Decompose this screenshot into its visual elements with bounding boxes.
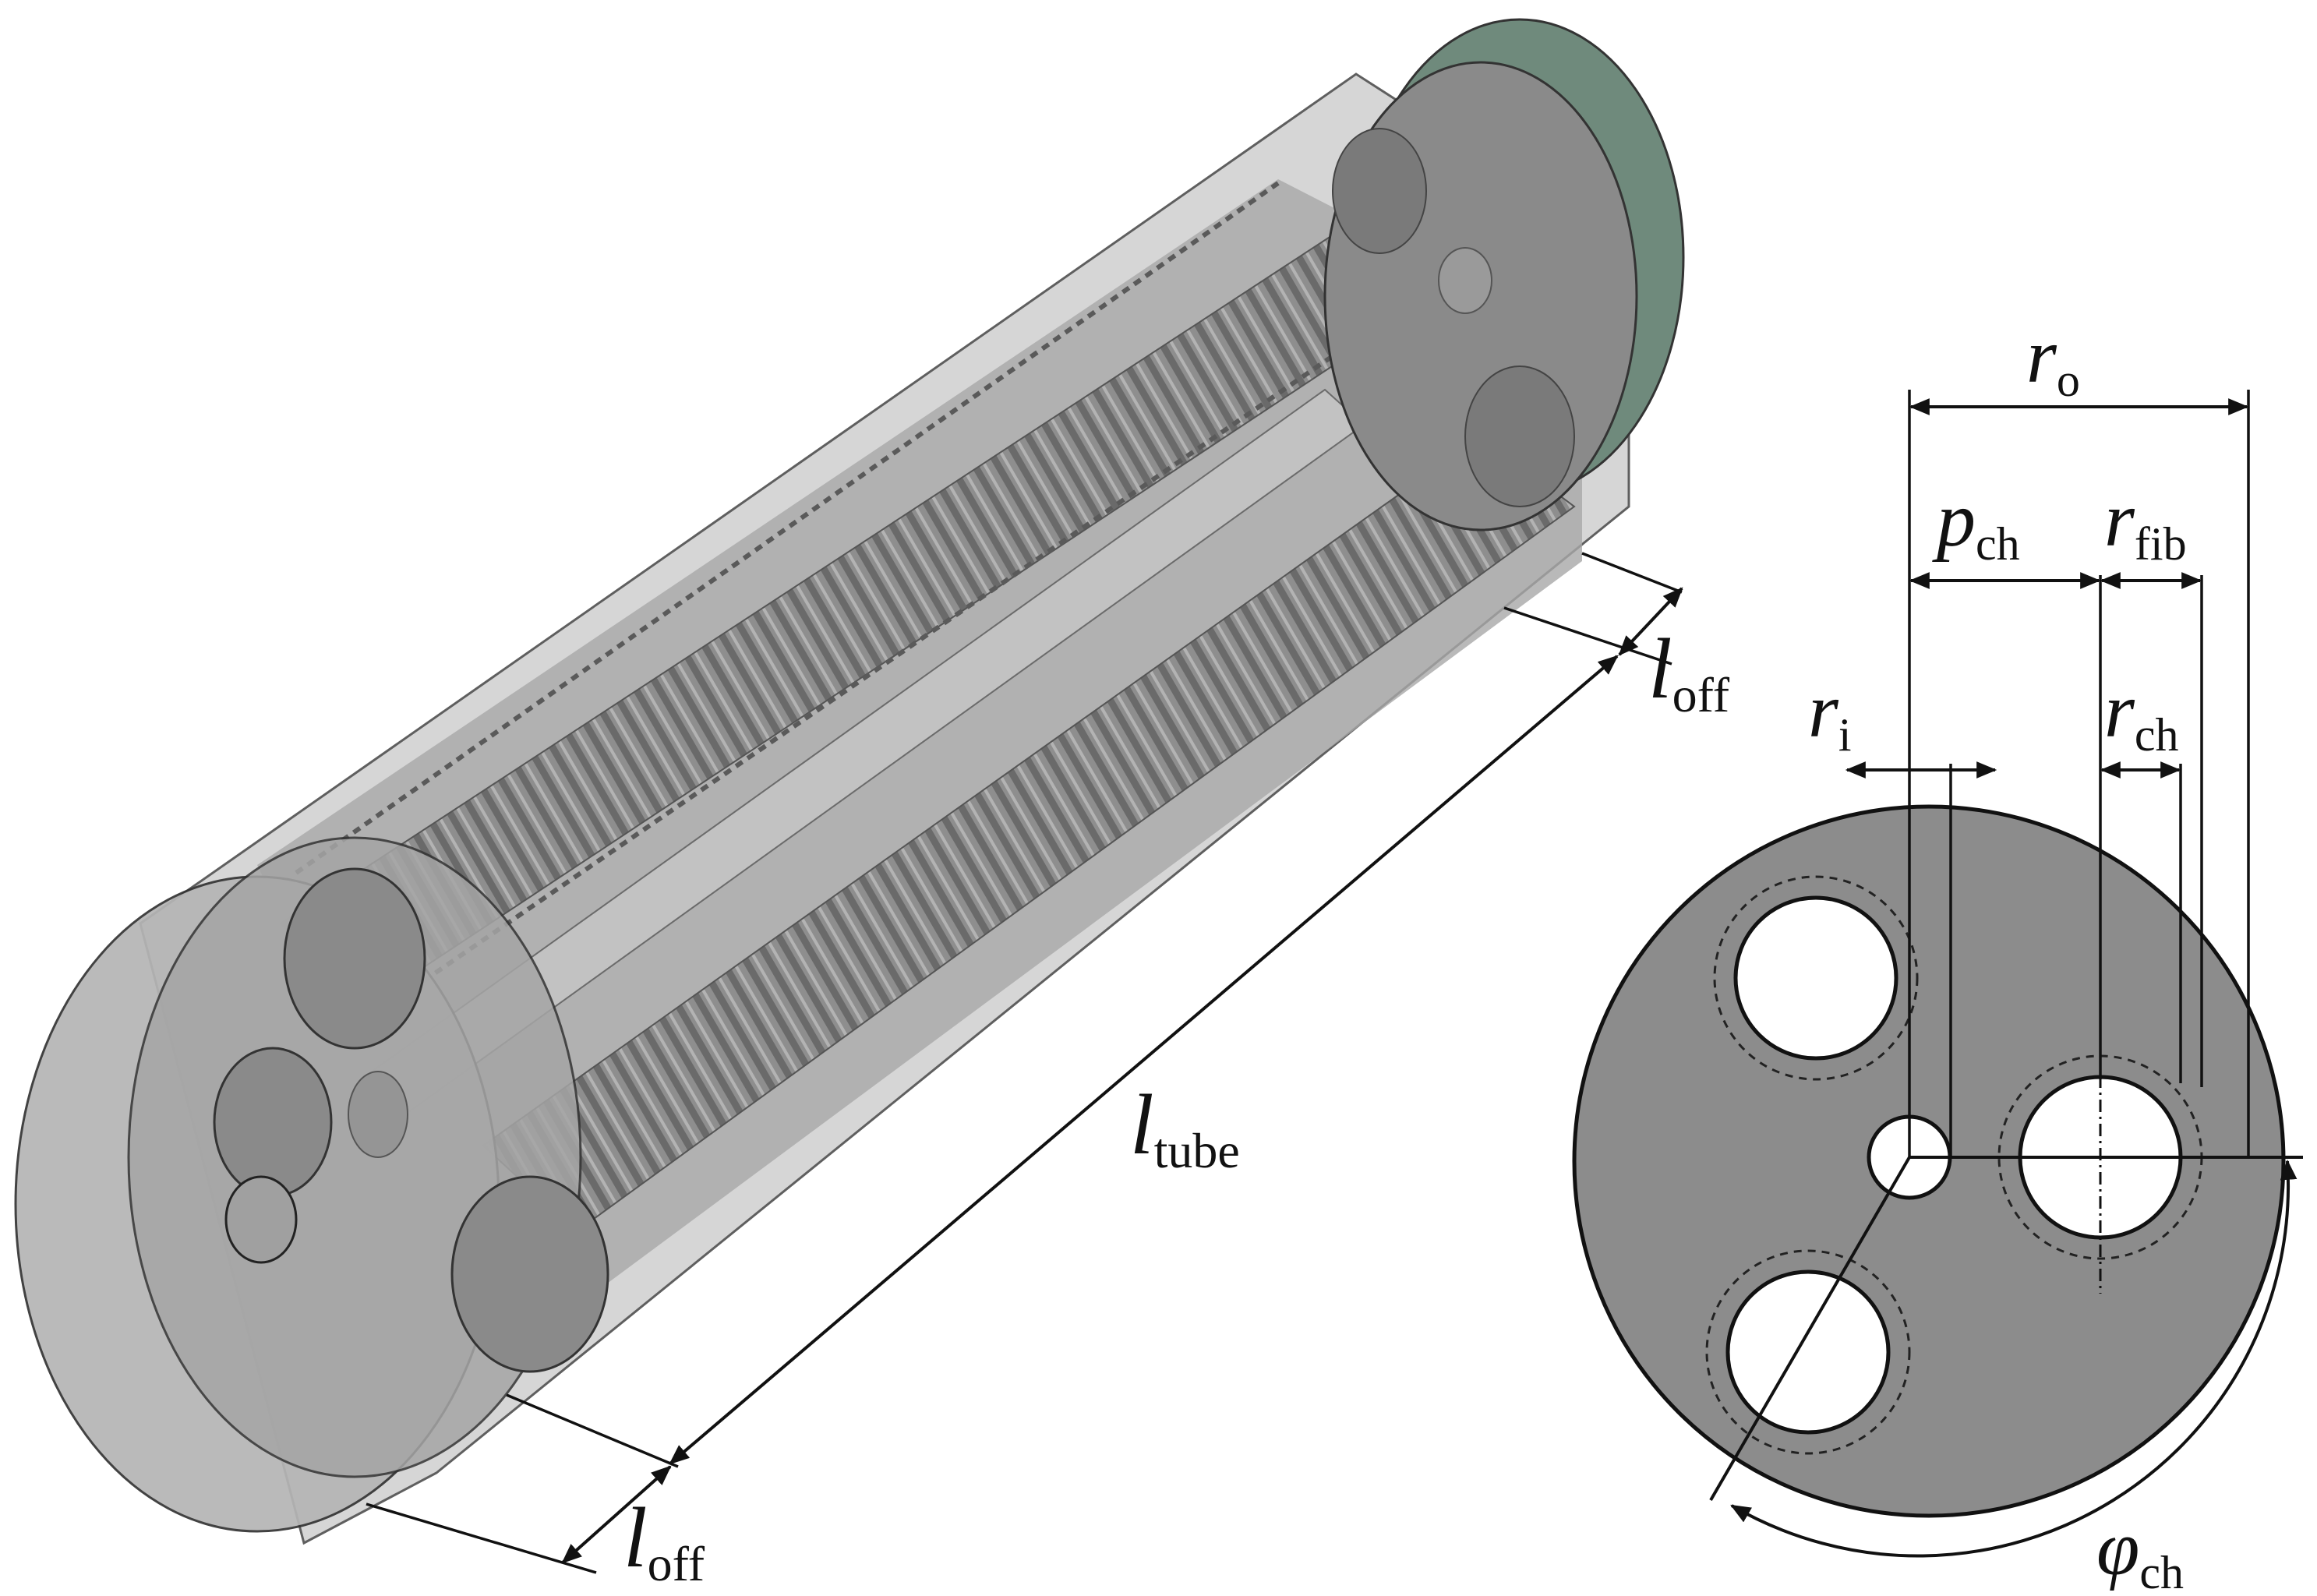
l-off-top-dimension-line	[1618, 587, 1683, 656]
fibre-outline-top	[1713, 875, 1919, 1081]
label-p-ch: pch	[1932, 476, 2020, 570]
back-channel-hole-1	[1332, 128, 1427, 254]
label-l-off-bottom: loff	[623, 1490, 705, 1591]
front-center-hole	[224, 1175, 298, 1264]
back-center-hole	[1438, 247, 1492, 314]
label-l-tube: ltube	[1130, 1077, 1240, 1178]
channel-top	[1733, 895, 1898, 1061]
front-channel-hole-2	[450, 1175, 609, 1373]
label-r-ch: rch	[2104, 667, 2179, 761]
l-off-bottom-dimension-line	[561, 1465, 672, 1564]
label-r-fib: rfib	[2104, 476, 2187, 570]
label-r-i: ri	[1808, 667, 1852, 761]
channel-bottom	[1725, 1269, 1891, 1435]
label-phi-ch: φch	[2096, 1505, 2184, 1596]
coil-outline-top	[295, 181, 1280, 875]
back-channel-hole-2	[1464, 365, 1575, 507]
l-tube-dimension-line	[669, 655, 1619, 1465]
tube-dimensions	[366, 552, 1683, 1574]
label-r-o: ro	[2026, 312, 2080, 406]
front-channel-hole-1	[283, 867, 426, 1050]
phi-ch-arc	[1730, 1159, 2298, 1558]
front-channel-hole-3	[213, 1047, 333, 1198]
tube-3d-view	[14, 18, 1685, 1545]
cross-section-view	[1572, 390, 2303, 1558]
front-inner-hole	[348, 1071, 408, 1158]
label-l-off-top: loff	[1648, 621, 1730, 722]
